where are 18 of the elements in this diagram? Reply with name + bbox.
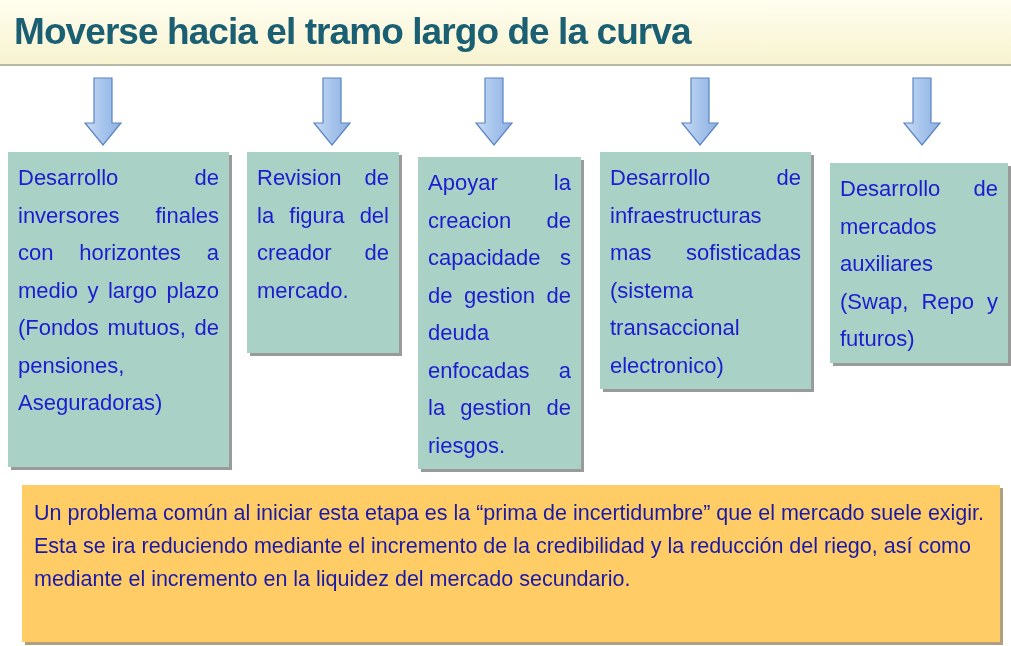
title: Moverse hacia el tramo largo de la curva	[14, 10, 691, 54]
note-text: Un problema común al iniciar esta etapa es la “prima de incertidumbre” que el mercado suele exigir. Esta se ira reduciendo mediante el incremento de la credibilidad y la reducción del riego, así como mediante el incremento en la liquidez del mercado secundario.	[34, 500, 986, 593]
text-card	[8, 152, 229, 467]
block-arrow	[312, 77, 352, 146]
text-card	[247, 152, 399, 353]
card-text: Desarrollo de inversores finales con horizontes a medio y largo plazo (Fondos mutuos, de pensiones, Aseguradoras)	[18, 164, 219, 417]
block-arrow	[474, 77, 514, 146]
text-card	[418, 157, 581, 469]
block-arrow	[83, 77, 123, 146]
block-arrow	[680, 77, 720, 146]
block-arrow	[902, 77, 942, 146]
text-card	[600, 152, 811, 389]
text-card	[830, 163, 1008, 363]
note-box	[22, 485, 1000, 642]
card-text: Revision de la figura del creador de mercado.	[257, 164, 389, 305]
card-text: Desarrollo de infraestructuras mas sofisticadas (sistema transaccional electronico)	[610, 164, 801, 380]
card-text: Apoyar la creacion de capacidade s de gestion de deuda enfocadas a la gestion de riesgos.	[428, 169, 571, 460]
card-text: Desarrollo de mercados auxiliares (Swap, Repo y futuros)	[840, 175, 998, 353]
